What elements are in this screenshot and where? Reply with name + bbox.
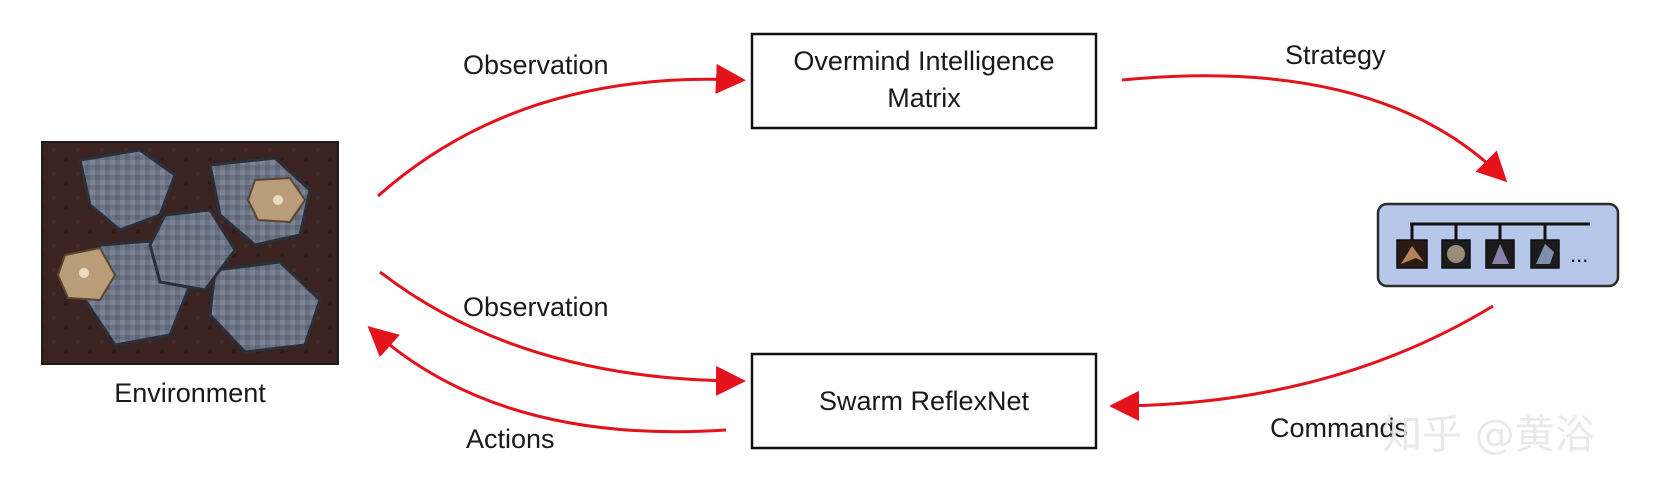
arrow-units-to-reflexnet xyxy=(1109,304,1494,421)
edge-label-actions: Actions xyxy=(466,424,555,454)
units-panel: ... xyxy=(1376,202,1620,288)
units-ellipsis: ... xyxy=(1570,242,1588,267)
edge-label-strategy: Strategy xyxy=(1285,40,1386,70)
arrow-reflexnet-to-env xyxy=(367,325,727,434)
arrow-env-to-reflexnet xyxy=(379,270,746,396)
arrow-env-to-overmind xyxy=(377,63,746,198)
watermark: 知乎 @黄浴 xyxy=(1382,412,1595,458)
environment-map-image xyxy=(41,141,339,365)
unit-icon-4-glyph xyxy=(1536,244,1554,264)
unit-icon-3-glyph xyxy=(1492,244,1509,264)
overmind-label-line1: Overmind Intelligence xyxy=(793,46,1054,76)
overmind-intelligence-matrix-box xyxy=(750,32,1098,130)
edge-label-commands: Commands xyxy=(1270,413,1408,443)
edge-label-observation-top: Observation xyxy=(463,50,609,80)
overmind-label-line2: Matrix xyxy=(887,83,961,113)
unit-icon-1-glyph xyxy=(1401,246,1424,264)
reflexnet-label: Swarm ReflexNet xyxy=(819,386,1030,416)
unit-icon-2-glyph xyxy=(1447,245,1465,263)
edge-label-observation-bottom: Observation xyxy=(463,292,609,322)
swarm-reflexnet-box xyxy=(750,352,1098,450)
environment-label: Environment xyxy=(114,378,266,408)
arrow-overmind-to-units xyxy=(1121,74,1508,183)
